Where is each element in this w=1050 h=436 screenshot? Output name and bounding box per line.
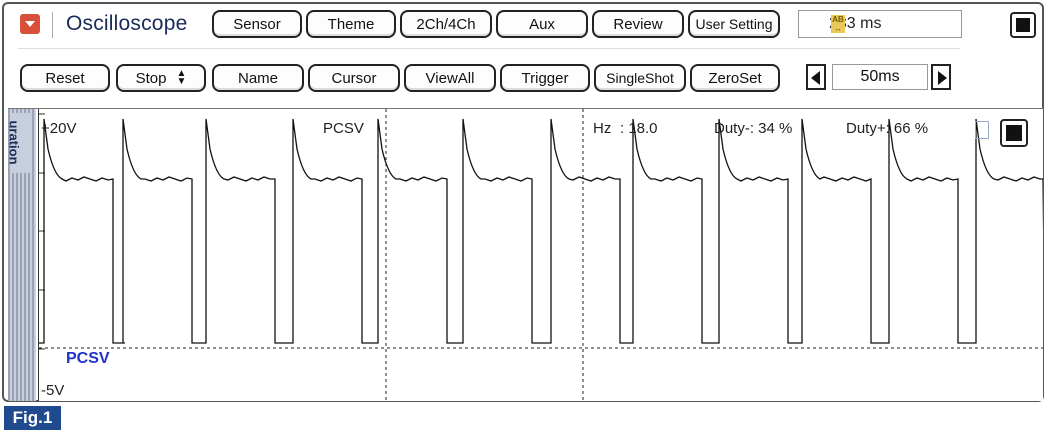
sensor-button[interactable]: Sensor bbox=[212, 10, 302, 38]
side-tab[interactable]: uration bbox=[7, 113, 30, 173]
aux-button[interactable]: Aux bbox=[496, 10, 588, 38]
singleshot-button[interactable]: SingleShot bbox=[594, 64, 686, 92]
stop-select-label: Stop bbox=[135, 69, 167, 87]
reset-button[interactable]: Reset bbox=[20, 64, 110, 92]
viewall-button[interactable]: ViewAll bbox=[404, 64, 496, 92]
duty-plus-value: Duty+: 66 % bbox=[846, 120, 929, 137]
pcsv-waveform-line bbox=[39, 118, 1043, 344]
review-button[interactable]: Review bbox=[592, 10, 684, 38]
side-panel-handle[interactable]: uration bbox=[7, 109, 36, 401]
plot-stop-icon[interactable] bbox=[1000, 119, 1028, 147]
user-setting-button[interactable]: User Setting bbox=[688, 10, 780, 38]
stop-select[interactable]: Stop ▲▼ bbox=[116, 64, 206, 92]
name-button[interactable]: Name bbox=[212, 64, 304, 92]
theme-button[interactable]: Theme bbox=[306, 10, 396, 38]
hz-label: Hz bbox=[593, 120, 612, 137]
hz-value: : 18.0 bbox=[620, 120, 658, 137]
app-menu-icon[interactable] bbox=[20, 14, 40, 34]
updown-arrow-icon: ▲▼ bbox=[176, 68, 187, 87]
bottom-voltage-label: -5V bbox=[41, 382, 65, 399]
cursor-button[interactable]: Cursor bbox=[308, 64, 400, 92]
ab-timer-icon: AB↔ bbox=[831, 15, 845, 33]
checkbox-icon[interactable] bbox=[975, 121, 989, 139]
scope-area: uration bbox=[7, 108, 1044, 401]
waveform-svg bbox=[39, 109, 1043, 401]
channel-tag: PCSV bbox=[66, 350, 110, 367]
toolbar-divider bbox=[18, 48, 960, 49]
zeroset-button[interactable]: ZeroSet bbox=[690, 64, 780, 92]
channel-label: PCSV bbox=[323, 120, 364, 137]
channel-mode-button[interactable]: 2Ch/4Ch bbox=[400, 10, 492, 38]
stop-icon[interactable] bbox=[1010, 12, 1036, 38]
next-timebase-arrow-icon[interactable] bbox=[931, 64, 951, 90]
elapsed-time-display: AB↔ 233 ms bbox=[798, 10, 962, 38]
timebase-field[interactable]: 50ms bbox=[832, 64, 928, 90]
side-tab-label: uration bbox=[6, 120, 22, 165]
top-voltage-label: +20V bbox=[41, 120, 77, 137]
duty-minus-value: Duty-: 34 % bbox=[714, 120, 793, 137]
title-divider bbox=[52, 12, 53, 38]
previous-timebase-arrow-icon[interactable] bbox=[806, 64, 826, 90]
waveform-plot[interactable] bbox=[38, 109, 1043, 401]
trigger-button[interactable]: Trigger bbox=[500, 64, 590, 92]
app-title: Oscilloscope bbox=[66, 12, 188, 35]
figure-label: Fig.1 bbox=[4, 406, 61, 430]
